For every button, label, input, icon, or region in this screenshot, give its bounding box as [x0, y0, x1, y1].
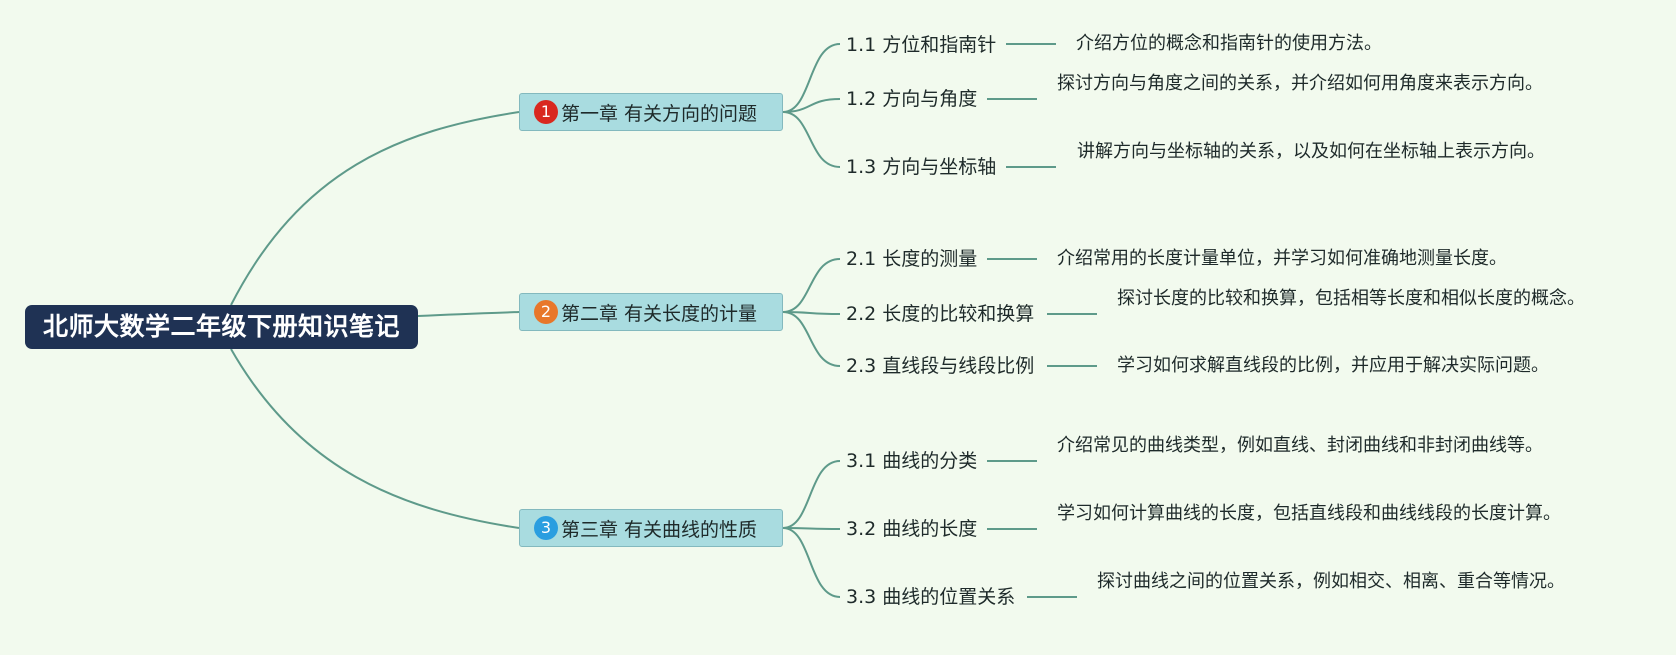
section-topic-1-3[interactable]: 1.3 方向与坐标轴	[846, 156, 997, 178]
section-topic-2-1[interactable]: 2.1 长度的测量	[846, 248, 978, 270]
branch-link-2-1	[782, 258, 841, 313]
section-topic-2-2[interactable]: 2.2 长度的比较和换算	[846, 303, 1035, 325]
priority-3-icon: 3	[534, 516, 558, 540]
branch-link-1-1	[782, 43, 841, 113]
branch-link-3-1	[782, 460, 841, 529]
section-description-1-1[interactable]: 介绍方位的概念和指南针的使用方法。	[1076, 33, 1382, 54]
section-description-3-1[interactable]: 介绍常见的曲线类型，例如直线、封闭曲线和非封闭曲线等。	[1057, 435, 1543, 456]
branch-link-3-3	[782, 527, 841, 598]
section-topic-1-2[interactable]: 1.2 方向与角度	[846, 88, 978, 110]
section-topic-2-3[interactable]: 2.3 直线段与线段比例	[846, 355, 1035, 377]
section-description-2-2[interactable]: 探讨长度的比较和换算，包括相等长度和相似长度的概念。	[1117, 288, 1585, 309]
section-description-2-1[interactable]: 介绍常用的长度计量单位，并学习如何准确地测量长度。	[1057, 248, 1507, 269]
section-topic-1-1[interactable]: 1.1 方位和指南针	[846, 34, 997, 56]
root-topic[interactable]: 北师大数学二年级下册知识笔记	[25, 305, 418, 349]
branch-link-2-2	[782, 311, 841, 315]
branch-link-1-3	[782, 111, 841, 168]
chapter-title: 第一章 有关方向的问题	[561, 102, 758, 125]
chapter-topic-1[interactable]: 1 第一章 有关方向的问题	[519, 93, 783, 131]
root-link-2	[417, 311, 520, 317]
priority-2-icon: 2	[534, 300, 558, 324]
section-description-2-3[interactable]: 学习如何求解直线段的比例，并应用于解决实际问题。	[1117, 355, 1549, 376]
chapter-title: 第三章 有关曲线的性质	[561, 518, 758, 541]
section-topic-3-1[interactable]: 3.1 曲线的分类	[846, 450, 978, 472]
section-description-1-3[interactable]: 讲解方向与坐标轴的关系，以及如何在坐标轴上表示方向。	[1077, 141, 1545, 162]
chapter-topic-2[interactable]: 2 第二章 有关长度的计量	[519, 293, 783, 331]
section-topic-3-2[interactable]: 3.2 曲线的长度	[846, 518, 978, 540]
section-description-3-3[interactable]: 探讨曲线之间的位置关系，例如相交、相离、重合等情况。	[1097, 571, 1565, 592]
section-description-1-2[interactable]: 探讨方向与角度之间的关系，并介绍如何用角度来表示方向。	[1057, 73, 1543, 94]
section-topic-3-3[interactable]: 3.3 曲线的位置关系	[846, 586, 1016, 608]
section-description-3-2[interactable]: 学习如何计算曲线的长度，包括直线段和曲线线段的长度计算。	[1057, 503, 1561, 524]
chapter-title: 第二章 有关长度的计量	[561, 302, 758, 325]
branch-link-2-3	[782, 311, 841, 367]
branch-link-1-2	[782, 98, 841, 113]
root-link-3	[230, 348, 520, 529]
branch-link-3-2	[782, 527, 841, 530]
priority-1-icon: 1	[534, 100, 558, 124]
chapter-topic-3[interactable]: 3 第三章 有关曲线的性质	[519, 509, 783, 547]
root-link-1	[230, 111, 520, 306]
